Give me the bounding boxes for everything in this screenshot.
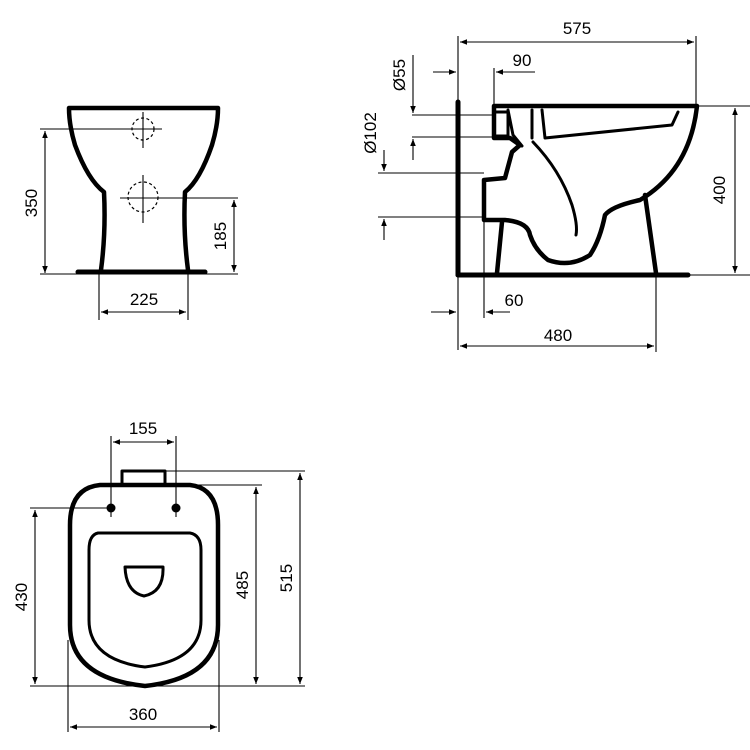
- front-dim-height-total: 350: [22, 189, 41, 217]
- front-dim-outlet-height: 185: [211, 222, 230, 250]
- side-dim-base-depth: 480: [544, 326, 572, 345]
- front-bowl-outline: [66, 105, 221, 273]
- side-view: 575 90 Ø55 Ø102 400 60 480: [361, 19, 750, 352]
- side-bowl-outline: [481, 103, 700, 266]
- top-dim-overall-length: 515: [277, 564, 296, 592]
- side-dim-outlet-diameter: Ø102: [361, 112, 380, 154]
- top-lid-outline: [87, 531, 203, 669]
- front-dim-base-width: 225: [130, 290, 158, 309]
- side-dim-height: 400: [710, 176, 729, 204]
- top-dim-hinge-spacing: 155: [129, 419, 157, 438]
- top-hinge-block: [120, 469, 167, 486]
- top-dim-seat-length: 485: [233, 571, 252, 599]
- top-view: 155 430 485 515 360: [12, 419, 305, 732]
- top-dim-hinge-to-front: 430: [12, 583, 31, 611]
- top-seat-outline: [67, 482, 221, 689]
- side-dim-inlet-offset: 90: [513, 51, 532, 70]
- side-dim-wall-gap: 60: [505, 291, 524, 310]
- top-dim-width: 360: [129, 705, 157, 724]
- front-view: 350 185 225: [22, 105, 238, 320]
- side-dim-overall-depth: 575: [563, 19, 591, 38]
- side-dim-inlet-diameter: Ø55: [390, 59, 409, 91]
- top-lid-handle: [123, 565, 165, 598]
